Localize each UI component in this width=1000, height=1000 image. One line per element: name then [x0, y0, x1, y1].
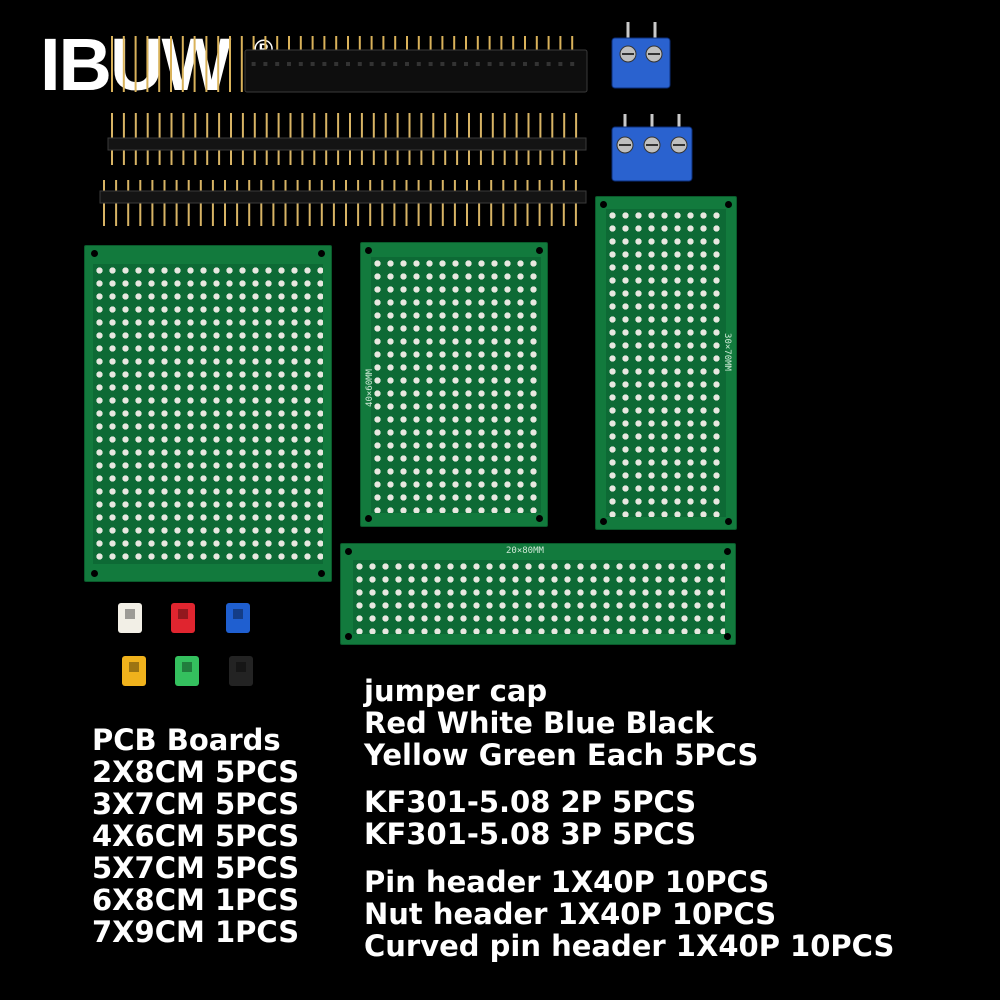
nut-header — [111, 36, 588, 93]
pcb-board-4x6: 40×60MM — [360, 242, 548, 527]
terminal-block-list: KF301-5.08 2P 5PCS KF301-5.08 3P 5PCS — [364, 786, 696, 850]
jumper-cap-white — [118, 603, 142, 633]
pcb-boards-title: PCB Boards — [92, 723, 281, 757]
jumper-colors-line-2: Yellow Green Each 5PCS — [364, 738, 759, 772]
jumper-cap-black — [229, 656, 253, 686]
jumper-cap-yellow — [122, 656, 146, 686]
jumper-cap-blue — [226, 603, 250, 633]
list-item: Curved pin header 1X40P 10PCS — [364, 929, 895, 963]
list-item: 4X6CM 5PCS — [92, 819, 300, 853]
pcb-board-large — [84, 245, 332, 582]
jumper-cap-red — [171, 603, 195, 633]
curved-pin-header — [99, 180, 587, 226]
pcb-silkscreen-label: 40×60MM — [364, 369, 375, 407]
list-item: 7X9CM 1PCS — [92, 915, 300, 949]
header-list: Pin header 1X40P 10PCS Nut header 1X40P … — [364, 866, 894, 962]
terminal-block-2p — [611, 22, 671, 89]
pcb-boards-list: PCB Boards 2X8CM 5PCS 3X7CM 5PCS 4X6CM 5… — [92, 724, 299, 948]
list-item: Pin header 1X40P 10PCS — [364, 865, 770, 899]
pcb-board-2x8: 20×80MM — [340, 543, 736, 645]
list-item: 2X8CM 5PCS — [92, 755, 300, 789]
list-item: Nut header 1X40P 10PCS — [364, 897, 777, 931]
terminal-block-3p — [611, 114, 693, 182]
list-item: 3X7CM 5PCS — [92, 787, 300, 821]
pcb-silkscreen-label: 20×80MM — [506, 546, 544, 556]
jumper-colors-line-1: Red White Blue Black — [364, 706, 714, 740]
list-item: KF301-5.08 2P 5PCS — [364, 785, 697, 819]
jumper-cap-description: jumper cap Red White Blue Black Yellow G… — [364, 675, 758, 771]
pcb-silkscreen-label: 30×70MM — [721, 333, 732, 371]
list-item: 5X7CM 5PCS — [92, 851, 300, 885]
list-item: KF301-5.08 3P 5PCS — [364, 817, 697, 851]
jumper-cap-green — [175, 656, 199, 686]
pcb-board-3x7: 30×70MM — [595, 196, 737, 530]
list-item: 6X8CM 1PCS — [92, 883, 300, 917]
components-top — [99, 22, 693, 226]
pin-header — [107, 113, 587, 165]
jumper-cap-title: jumper cap — [364, 674, 548, 708]
